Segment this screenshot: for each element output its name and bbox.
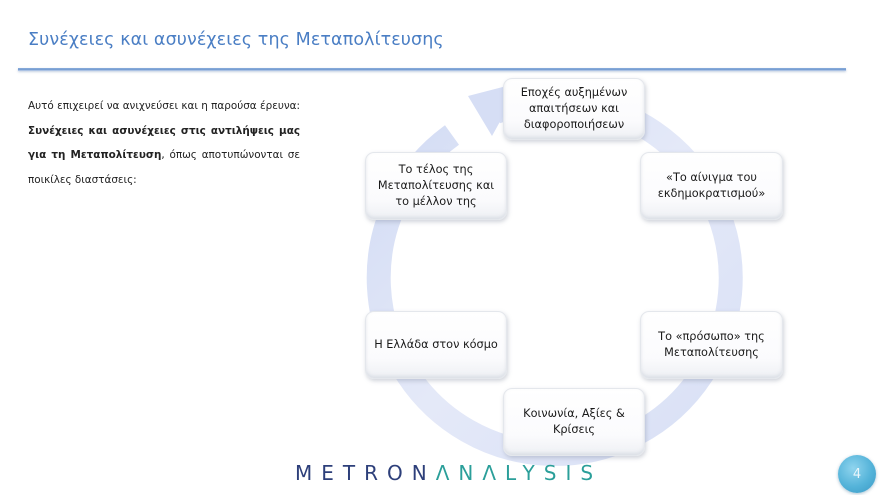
intro-text-bold: Συνέχειες και ασυνέχειες στις αντιλήψεις… (28, 124, 300, 162)
cycle-item-face: Το «πρόσωπο» της Μεταπολίτευσης (640, 311, 783, 379)
intro-text-start: Αυτό επιχειρεί να ανιχνεύσει και η παρού… (28, 100, 300, 112)
cycle-item-end-future: Το τέλος της Μεταπολίτευσης και το μέλλο… (365, 152, 507, 220)
slide-title: Συνέχειες και ασυνέχειες της Μεταπολίτευ… (28, 30, 444, 50)
cycle-item-society: Κοινωνία, Αξίες & Κρίσεις (503, 388, 645, 456)
logo-part-analysis: ΛNΛLYSIS (435, 461, 603, 485)
intro-paragraph: Αυτό επιχειρεί να ανιχνεύσει και η παρού… (28, 94, 300, 192)
title-divider (18, 68, 846, 71)
logo-part-metron: METRON (295, 461, 436, 485)
cycle-item-eras: Εποχές αυξημένων απαιτήσεων και διαφοροπ… (503, 78, 645, 140)
metron-analysis-logo: METRONΛNΛLYSIS (295, 461, 602, 485)
cycle-item-greece-world: Η Ελλάδα στον κόσμο (365, 311, 507, 379)
page-number-badge: 4 (838, 455, 876, 493)
intro-text-end: , όπως αποτυπώνονται σε ποικίλες διαστάσ… (28, 149, 300, 186)
cycle-item-democratization: «Το αίνιγμα του εκδημοκρατισμού» (640, 152, 783, 220)
